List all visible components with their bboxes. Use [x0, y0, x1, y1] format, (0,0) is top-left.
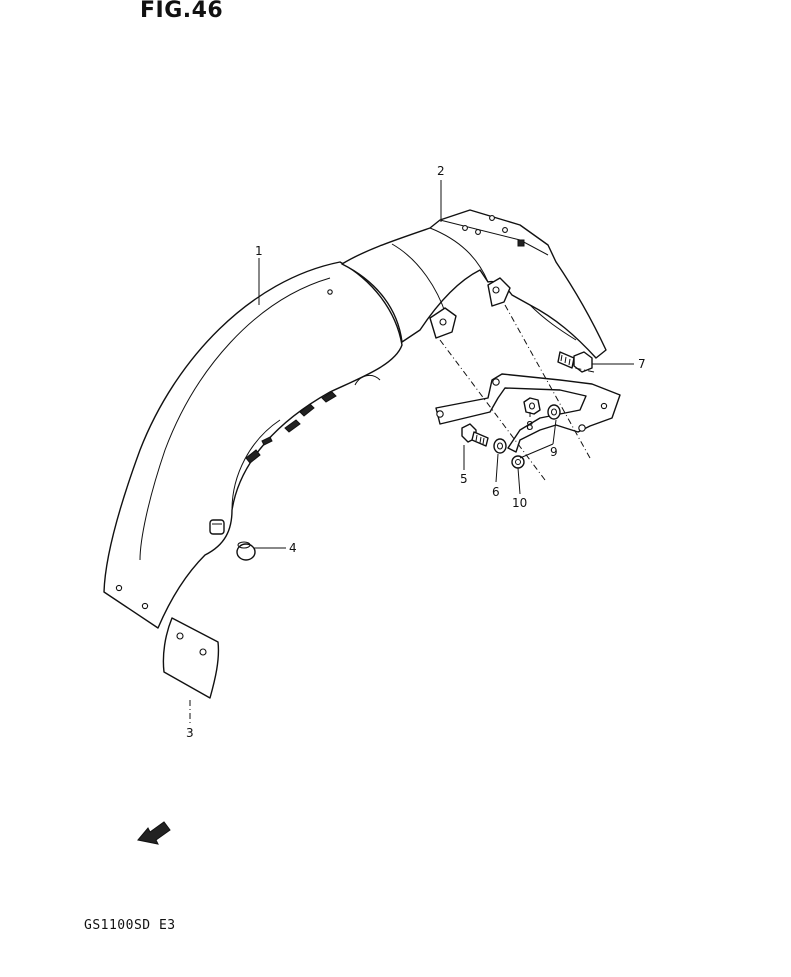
callout-8: 8: [526, 419, 534, 433]
fender-bracket: [435, 373, 621, 453]
nut-8: [523, 397, 541, 415]
rear-fender-front-section: [341, 209, 607, 359]
figure-title: FIG.46: [140, 0, 224, 23]
forward-arrow-icon: [137, 821, 171, 845]
washer-9: [547, 404, 561, 420]
mud-flap: [162, 617, 220, 699]
callout-6: 6: [492, 485, 500, 499]
bolt-7: [557, 351, 593, 373]
washer-10: [511, 455, 525, 469]
callout-3: 3: [186, 726, 194, 740]
callout-7: 7: [638, 357, 646, 371]
callout-9: 9: [550, 445, 558, 459]
bolt-5: [461, 423, 489, 447]
callout-4: 4: [289, 541, 297, 555]
assembly-lines: [189, 304, 595, 726]
callout-5: 5: [460, 472, 468, 486]
leader-lines: [254, 180, 634, 549]
model-code: GS1100SD E3: [84, 918, 176, 933]
callout-10: 10: [512, 496, 528, 510]
cushion: [236, 541, 256, 561]
callout-2: 2: [437, 164, 445, 178]
rear-fender: [103, 261, 403, 629]
washer-6: [493, 438, 507, 454]
callout-1: 1: [255, 244, 263, 258]
